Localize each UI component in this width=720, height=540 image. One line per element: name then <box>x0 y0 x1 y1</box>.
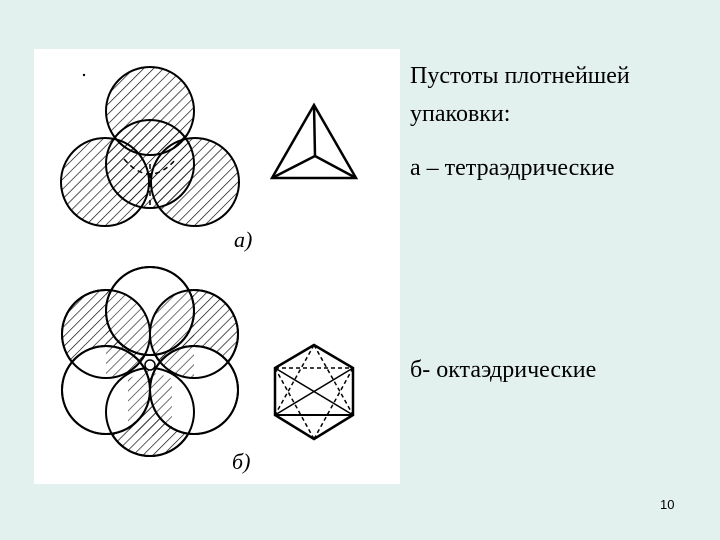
stray-mark <box>82 73 86 77</box>
heading-line-2: упаковки: <box>410 101 511 127</box>
tetrahedron-icon <box>269 102 359 180</box>
octahedral-void <box>144 359 156 371</box>
figure-label-a: а) <box>234 227 252 252</box>
figure-panel: а) б) <box>34 49 400 484</box>
hatched-overlap <box>106 290 150 378</box>
octahedral-void-spheres <box>61 266 239 457</box>
item-tetrahedral: а – тетраэдрические <box>410 155 615 181</box>
hatched-overlap <box>128 373 172 437</box>
octahedron-icon <box>273 343 355 441</box>
item-octahedral: б- октаэдрические <box>410 357 597 383</box>
tetrahedral-void-spheres <box>60 66 240 227</box>
slide-number: 10 <box>660 497 675 512</box>
hatched-overlap <box>150 290 194 378</box>
packing-voids-diagram: а) б) <box>60 66 359 474</box>
figure-label-b: б) <box>232 449 250 474</box>
heading-line-1: Пустоты плотнейшей <box>410 63 630 89</box>
